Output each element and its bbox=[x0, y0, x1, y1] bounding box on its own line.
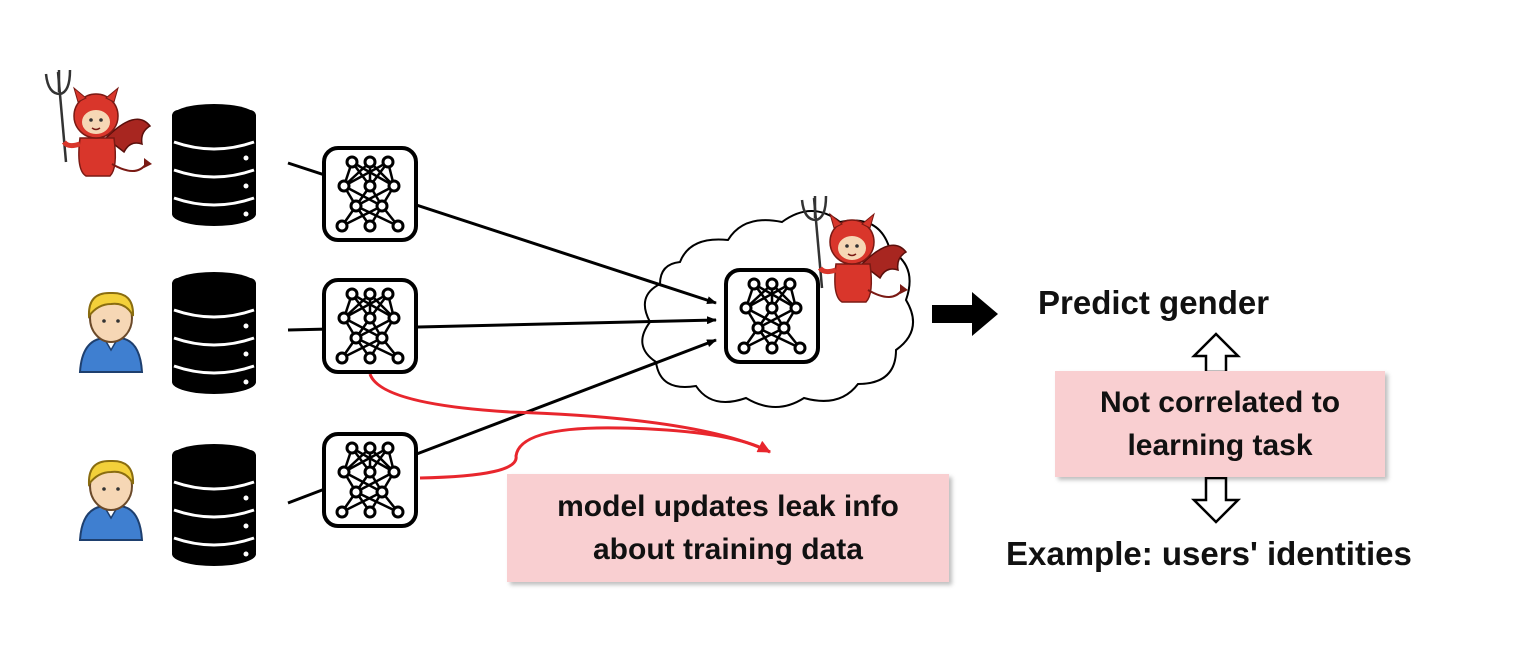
leak-info-line-1: model updates leak info bbox=[557, 489, 899, 523]
hollow-down-arrow-icon bbox=[1190, 476, 1242, 524]
neural-network-icon bbox=[322, 278, 418, 374]
leak-arrow-2 bbox=[419, 426, 771, 480]
neural-network-icon bbox=[322, 432, 418, 528]
predict-gender-label: Predict gender bbox=[1038, 284, 1270, 321]
user-icon bbox=[79, 459, 143, 541]
hollow-up-arrow-icon bbox=[1190, 332, 1242, 374]
database-icon bbox=[170, 102, 258, 228]
global-model-neural-network-icon bbox=[724, 268, 820, 364]
not-correlated-box: Not correlated to learning task bbox=[1055, 371, 1385, 477]
output-arrow-icon bbox=[932, 292, 998, 336]
neural-network-icon bbox=[322, 146, 418, 242]
database-icon bbox=[170, 442, 258, 568]
user-icon bbox=[79, 291, 143, 373]
database-icon bbox=[170, 270, 258, 396]
leak-info-box: model updates leak info about training d… bbox=[507, 474, 949, 582]
leak-info-line-2: about training data bbox=[592, 533, 863, 566]
malicious-client-devil-icon bbox=[46, 70, 152, 176]
example-label: Example: users' identities bbox=[1006, 535, 1412, 572]
not-correlated-line-2: learning task bbox=[1127, 429, 1313, 462]
not-correlated-line-1: Not correlated to bbox=[1099, 385, 1341, 419]
